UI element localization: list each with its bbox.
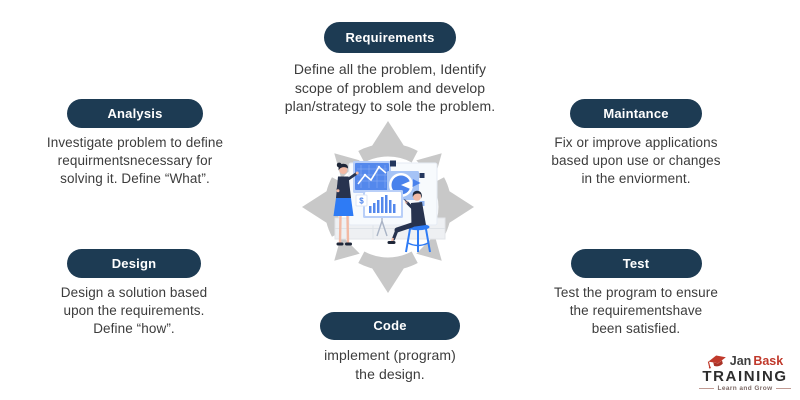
phase-test-pill: Test	[570, 249, 702, 278]
bar-chart-graphic: $	[355, 190, 403, 218]
desc-line: solving it. Define “What”.	[60, 171, 210, 186]
desc-line: the requirementshave	[569, 303, 703, 318]
graduation-cap-icon	[707, 355, 726, 369]
phase-design-pill: Design	[67, 249, 201, 278]
phase-requirements-description: Define all the problem, Identify scope o…	[269, 60, 511, 116]
desc-line: Fix or improve applications	[554, 135, 718, 150]
arrow-right-icon	[446, 189, 474, 225]
seated-man-graphic	[387, 190, 431, 253]
desc-line: Design a solution based	[60, 285, 208, 300]
phase-requirements: Requirements Define all the problem, Ide…	[269, 22, 511, 116]
sdlc-center-illustration: $	[302, 121, 474, 293]
desc-line: requirmentsnecessary for	[57, 153, 213, 168]
phase-maintance-pill: Maintance	[570, 99, 702, 128]
arrow-down-right-icon	[416, 235, 442, 261]
desc-line: the design.	[355, 366, 425, 382]
phase-analysis: Analysis Investigate problem to define r…	[15, 99, 255, 188]
desc-line: been satisfied.	[591, 321, 681, 336]
phase-test: Test Test the program to ensure the requ…	[516, 249, 756, 338]
desc-line: scope of problem and develop	[294, 79, 486, 96]
arrow-left-icon	[302, 189, 330, 225]
desc-line: Define “how”.	[93, 321, 175, 336]
phase-code-pill: Code	[320, 312, 460, 340]
desc-line: Investigate problem to define	[46, 135, 224, 150]
phase-requirements-pill: Requirements	[324, 22, 456, 53]
phase-analysis-description: Investigate problem to define requirment…	[15, 134, 255, 188]
tagline-rule-right	[775, 388, 791, 389]
arrow-down-left-icon	[334, 235, 360, 261]
phase-design: Design Design a solution based upon the …	[14, 249, 254, 338]
arrow-up-icon	[370, 121, 406, 149]
desc-line: in the enviorment.	[581, 171, 691, 186]
line-chart-graphic	[353, 161, 391, 193]
logo-training-text: TRAINING	[702, 368, 788, 385]
tagline-text: Learn and Grow	[717, 385, 773, 392]
compass-ring	[324, 143, 452, 271]
phase-test-description: Test the program to ensure the requireme…	[516, 284, 756, 338]
desc-line: based upon use or changes	[551, 153, 721, 168]
desc-line: Define all the problem, Identify	[293, 61, 487, 77]
desc-line: plan/strategy to sole the problem.	[284, 98, 496, 114]
arrow-down-icon	[370, 265, 406, 293]
phase-maintance-description: Fix or improve applications based upon u…	[516, 134, 756, 188]
logo-tagline: Learn and Grow	[693, 385, 797, 392]
board-icon-square	[390, 160, 396, 167]
phase-design-description: Design a solution based upon the require…	[14, 284, 254, 338]
desc-line: implement (program)	[324, 347, 456, 363]
tagline-rule-left	[699, 388, 715, 389]
board-icon-square	[419, 173, 425, 178]
logo-jan-text: Jan	[729, 354, 752, 368]
desc-line: Test the program to ensure	[554, 285, 718, 300]
phase-maintance: Maintance Fix or improve applications ba…	[516, 99, 756, 188]
phase-analysis-pill: Analysis	[67, 99, 203, 128]
dollar-sign-glyph: $	[359, 197, 364, 206]
presenter-woman-graphic	[333, 162, 359, 246]
logo-bask-text: Bask	[753, 354, 784, 368]
phase-code: Code implement (program) the design.	[267, 312, 513, 384]
desc-line: upon the requirements.	[63, 303, 205, 318]
phase-code-description: implement (program) the design.	[267, 346, 513, 384]
